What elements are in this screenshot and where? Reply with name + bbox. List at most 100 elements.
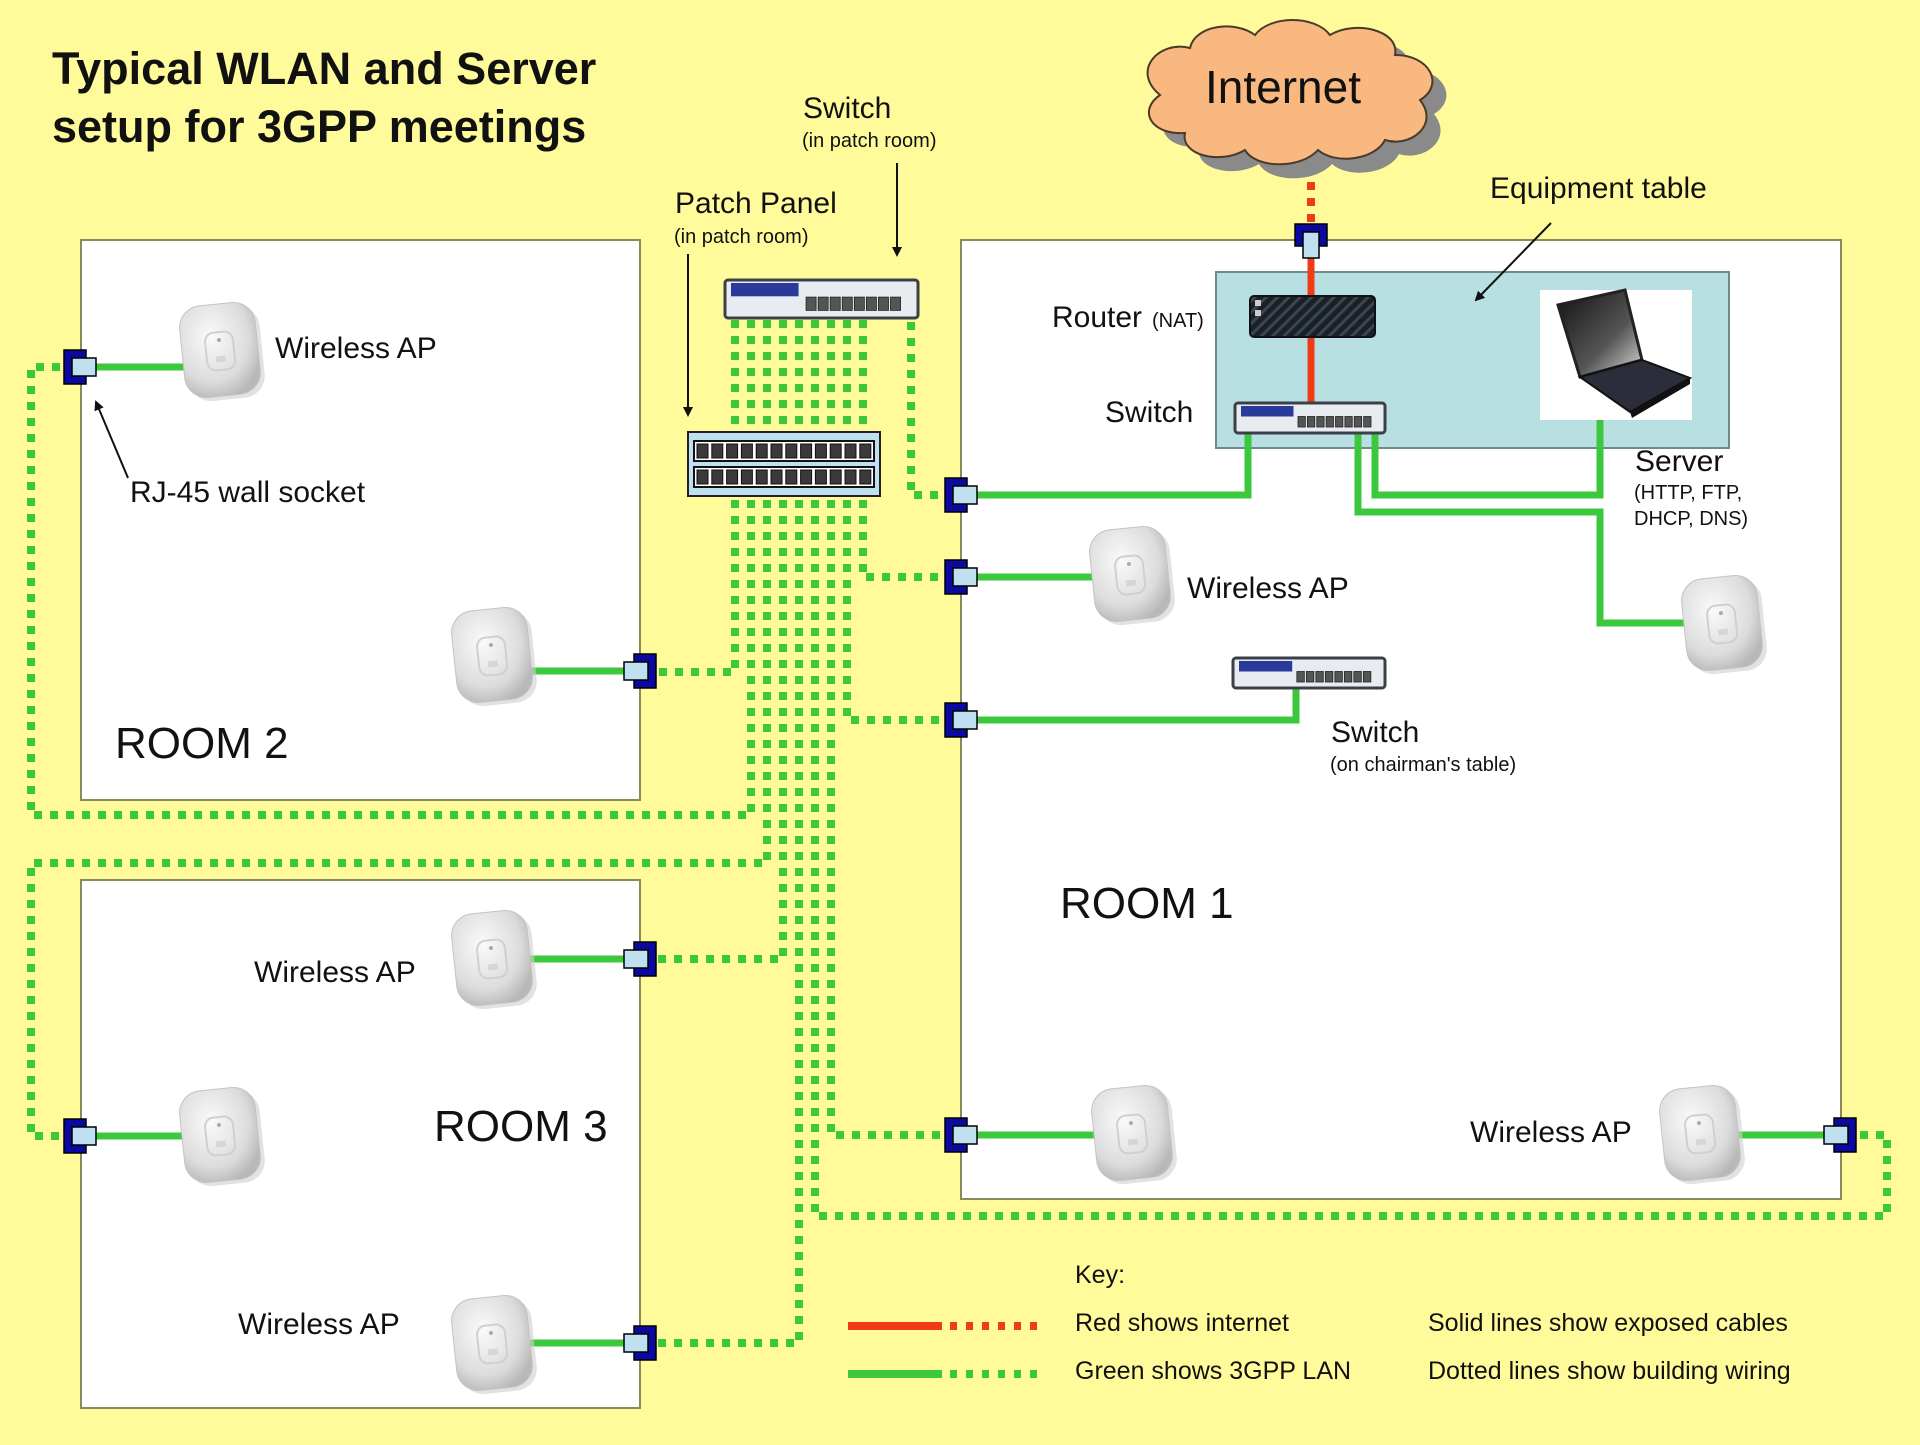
patch-panel-port xyxy=(829,469,842,485)
room2-name: ROOM 2 xyxy=(115,719,289,768)
internet-cloud xyxy=(1146,19,1447,179)
ap-badge xyxy=(215,355,227,363)
wireless-ap-icon xyxy=(1091,1084,1173,1182)
switch-port xyxy=(1305,671,1315,683)
server-label: Server xyxy=(1635,445,1723,478)
patch-switch-sublabel: (in patch room) xyxy=(802,130,937,152)
socket-label: RJ-45 wall socket xyxy=(130,476,366,509)
wire-room1-right-socket xyxy=(811,500,1891,1220)
patch-panel-port xyxy=(711,469,724,485)
switch-port xyxy=(1315,671,1324,683)
ap-led xyxy=(488,643,493,648)
wireless-ap-room1-right xyxy=(1681,574,1767,675)
cable-switch-to-server xyxy=(1371,385,1604,499)
patch-panel-port xyxy=(755,443,768,459)
wireless-ap-room3-top xyxy=(451,909,537,1010)
patch-panel-port xyxy=(711,443,724,459)
socket-plug xyxy=(952,567,978,587)
ap-badge xyxy=(1717,628,1729,636)
rj45-socket-room1-bottom-left xyxy=(944,1117,978,1153)
wire-room1-chair-switch-socket xyxy=(843,500,950,724)
wireless-ap-room3-bottom xyxy=(451,1294,537,1395)
room3-box xyxy=(80,879,641,1409)
ap-logo xyxy=(476,635,509,677)
switch-port xyxy=(1296,671,1305,683)
wireless-ap-icon xyxy=(1681,574,1763,672)
ap-led xyxy=(1696,1121,1701,1126)
legend-red-label: Red shows internet xyxy=(1075,1309,1289,1337)
wireless-ap-icon xyxy=(179,301,261,399)
rj45-socket-room2-lower xyxy=(623,653,657,689)
rj45-socket-room1-bottom-right xyxy=(1823,1117,1857,1153)
rj45-socket-room3-top xyxy=(623,941,657,977)
wireless-ap-room2-1 xyxy=(179,301,265,402)
patch-panel-port xyxy=(696,469,709,485)
chair-switch-sublabel: (on chairman's table) xyxy=(1330,754,1516,776)
wireless-ap-icon xyxy=(1089,525,1171,623)
patch-panel-port xyxy=(800,469,813,485)
wireless-ap-room1-bottom-left xyxy=(1091,1084,1177,1185)
rooms-layer xyxy=(80,239,1842,1409)
ap-badge xyxy=(487,963,499,971)
patch-panel-sublabel: (in patch room) xyxy=(674,226,809,248)
room3-bottom-ap-label: Wireless AP xyxy=(238,1308,400,1341)
legend-green-label: Green shows 3GPP LAN xyxy=(1075,1357,1351,1385)
rj45-socket-room1-table xyxy=(944,477,978,513)
chairman-switch xyxy=(1231,656,1387,690)
router-icon xyxy=(1249,295,1376,338)
room1-bottom-ap-label: Wireless AP xyxy=(1470,1116,1632,1149)
switch-port xyxy=(878,296,889,311)
ap-badge xyxy=(1127,1138,1139,1146)
patch-panel-port xyxy=(770,443,783,459)
switch-brand-strip xyxy=(1241,406,1294,417)
switch-brand-strip xyxy=(1239,661,1293,672)
wire-room2-upper-socket xyxy=(27,363,755,819)
patch-panel-label: Patch Panel xyxy=(675,187,837,220)
switch-port xyxy=(865,296,877,311)
wireless-ap-icon xyxy=(179,1086,261,1184)
wireless-ap-icon xyxy=(451,909,533,1007)
socket-plug xyxy=(623,661,649,681)
switch-port xyxy=(1334,671,1343,683)
socket-plug xyxy=(71,1126,97,1146)
server-laptop xyxy=(1540,288,1693,420)
patch-panel-port xyxy=(800,443,813,459)
router-sublabel: (NAT) xyxy=(1152,310,1204,332)
ap-badge xyxy=(215,1140,227,1148)
laptop-edge xyxy=(1630,378,1690,418)
ap-led xyxy=(488,1331,493,1336)
equipment-table-label: Equipment table xyxy=(1490,172,1707,205)
legend-heading: Key: xyxy=(1075,1261,1125,1289)
switch-port xyxy=(1363,416,1372,428)
ap-led xyxy=(488,946,493,951)
rj45-socket-room1-ap xyxy=(944,559,978,595)
rj45-socket-internet xyxy=(1294,223,1328,259)
internet-label: Internet xyxy=(1205,61,1361,113)
switch-port xyxy=(1343,671,1353,683)
room2-box xyxy=(80,239,641,801)
switch-port xyxy=(1316,416,1325,428)
patch-panel-port xyxy=(740,443,753,459)
ap-led xyxy=(1128,1121,1133,1126)
patch-panel-port xyxy=(844,443,857,459)
router-led xyxy=(1255,310,1261,316)
switch-port xyxy=(829,296,841,311)
wire-room2-lower-socket xyxy=(650,500,739,676)
router-led xyxy=(1255,300,1261,306)
ap-logo xyxy=(204,330,237,372)
patch-panel-row xyxy=(693,440,875,462)
ap-logo xyxy=(476,1323,509,1365)
patch-panel-port xyxy=(726,469,739,485)
cloud-icon xyxy=(1146,19,1434,166)
socket-plug xyxy=(952,710,978,730)
chair-switch-label: Switch xyxy=(1331,716,1419,749)
patch-panel-row xyxy=(693,466,875,488)
switch-port xyxy=(853,296,865,311)
rj45-socket-room1-chair xyxy=(944,702,978,738)
ap-led xyxy=(216,1123,221,1128)
switch-brand-strip xyxy=(731,283,799,297)
ap-led xyxy=(1126,562,1131,567)
wireless-ap-room1-1 xyxy=(1089,525,1175,626)
table-switch-label: Switch xyxy=(1105,396,1193,429)
